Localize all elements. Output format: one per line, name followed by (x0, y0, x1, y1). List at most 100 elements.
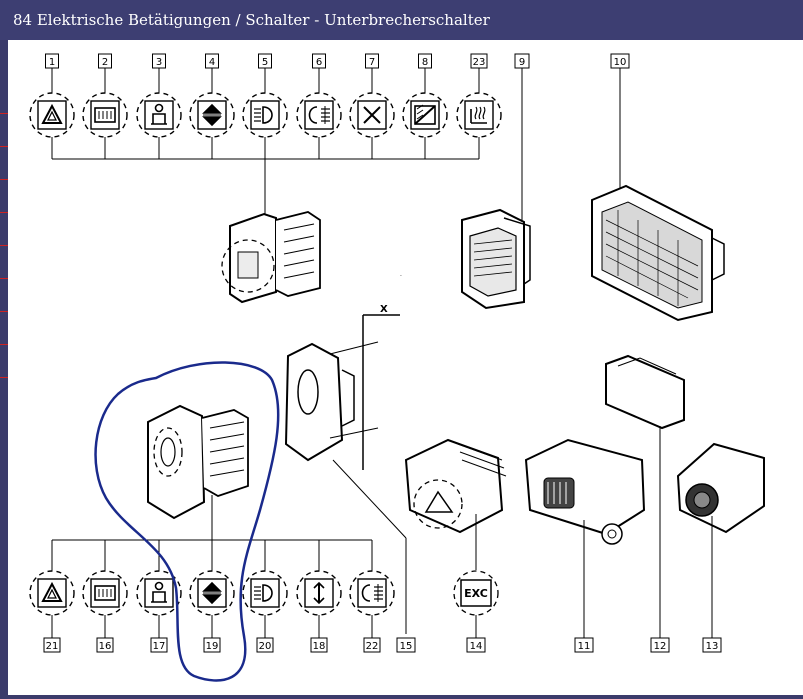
switch-item-22: 22 (349, 540, 395, 653)
blank-body (605, 354, 685, 430)
rear-defrost-icon (94, 585, 116, 601)
margin-tick (0, 146, 8, 147)
headlamp-level-icon-core (607, 529, 617, 539)
part-label-12: 12 (650, 637, 670, 653)
margin-tick (0, 278, 8, 279)
item-number: 3 (156, 57, 162, 68)
wheel-ridges (547, 482, 567, 504)
module-clip (711, 237, 725, 281)
svg-text:12: 12 (654, 641, 667, 652)
switch-face (469, 227, 517, 297)
up-down-arrows-icon (202, 581, 222, 605)
item-number: 7 (369, 57, 375, 68)
item-number: 19 (206, 641, 219, 652)
exc-badge (460, 579, 492, 607)
icon-frame (250, 100, 280, 130)
item-number-box (150, 637, 168, 653)
part-label-13: 13 (702, 637, 722, 653)
svg-text:11: 11 (578, 641, 591, 652)
face-hatching (473, 239, 513, 277)
svg-text:9: 9 (519, 57, 525, 68)
triangle-symbol (424, 490, 454, 513)
part-label-9: 9 (514, 53, 530, 69)
exc-text: EXC (464, 587, 488, 600)
margin-tick (0, 311, 8, 312)
switch-item-3: 3 (136, 53, 182, 159)
seat-person-icon (151, 581, 167, 603)
connector-pins (457, 443, 507, 477)
svg-text:10: 10 (614, 57, 627, 68)
item-number: 6 (316, 57, 322, 68)
switch-clip (341, 369, 355, 427)
switch-part-15: X (284, 304, 407, 634)
item-number: 20 (259, 641, 272, 652)
icon-frame (250, 578, 280, 608)
rear-defrost-icon (94, 107, 116, 123)
rotary-knob-cap (693, 491, 711, 509)
hazard-triangle-icon (41, 581, 63, 602)
margin-tick (0, 212, 8, 213)
item-number-box (43, 637, 61, 653)
switch-item-16: 16 (82, 540, 128, 653)
fog-light-icon (254, 106, 273, 124)
item-number-box (418, 53, 432, 69)
switch-item-23: 23 (456, 53, 502, 159)
item-number-box (363, 637, 381, 653)
switch-part-9 (461, 64, 531, 310)
left-margin-ticks (0, 40, 8, 695)
switch-item-6: 6 (296, 53, 342, 159)
item-number-box (312, 53, 326, 69)
blank-cross-icon (363, 106, 381, 124)
item-number-box (310, 637, 328, 653)
icon-frame (304, 100, 334, 130)
item-number: 2 (102, 57, 108, 68)
part-label-10: 10 (610, 53, 630, 69)
item-number-box (96, 637, 114, 653)
svg-text:13: 13 (706, 641, 719, 652)
stray-mark: · (400, 273, 402, 280)
item-number-box (470, 53, 488, 69)
item-number-box (365, 53, 379, 69)
icon-frame (37, 100, 67, 130)
blank-top-edge (617, 357, 677, 375)
switch-item-20: 20 (242, 540, 288, 653)
item-number: 5 (262, 57, 268, 68)
margin-tick (0, 245, 8, 246)
hazard-triangle-icon (41, 103, 63, 124)
item-number: 22 (366, 641, 379, 652)
part-label-11: 11 (574, 637, 594, 653)
connector-block (275, 211, 321, 297)
up-down-arrows-icon (202, 103, 222, 127)
item-number-box (256, 637, 274, 653)
switch-item-18: 18 (296, 540, 342, 653)
fog-light-icon (254, 584, 273, 602)
switch-window (237, 251, 259, 279)
rotary-switch-part-13 (676, 442, 765, 638)
switch-item-2: 2 (82, 53, 128, 159)
margin-tick (0, 179, 8, 180)
wheel-switch-part-11 (524, 438, 646, 638)
rear-fog-light-icon (361, 584, 383, 602)
switch-item-21: 21 (29, 540, 75, 653)
item-number: 16 (99, 641, 112, 652)
switch-with-connector (221, 211, 321, 304)
switch-lens (160, 437, 176, 467)
item-number-box (98, 53, 112, 69)
connector-pins (283, 223, 315, 279)
axis-tick (329, 427, 379, 439)
window-lock-icon (414, 104, 436, 125)
margin-tick (0, 344, 8, 345)
item-number-box (152, 53, 166, 69)
svg-text:15: 15 (400, 641, 413, 652)
item-number: 23 (473, 57, 486, 68)
window-title: 84 Elektrische Betätigungen / Schalter -… (0, 0, 803, 40)
dashed-callout (153, 427, 183, 477)
item-number-box (45, 53, 59, 69)
module-part-10 (591, 64, 725, 322)
seat-heater-icon (470, 106, 487, 124)
